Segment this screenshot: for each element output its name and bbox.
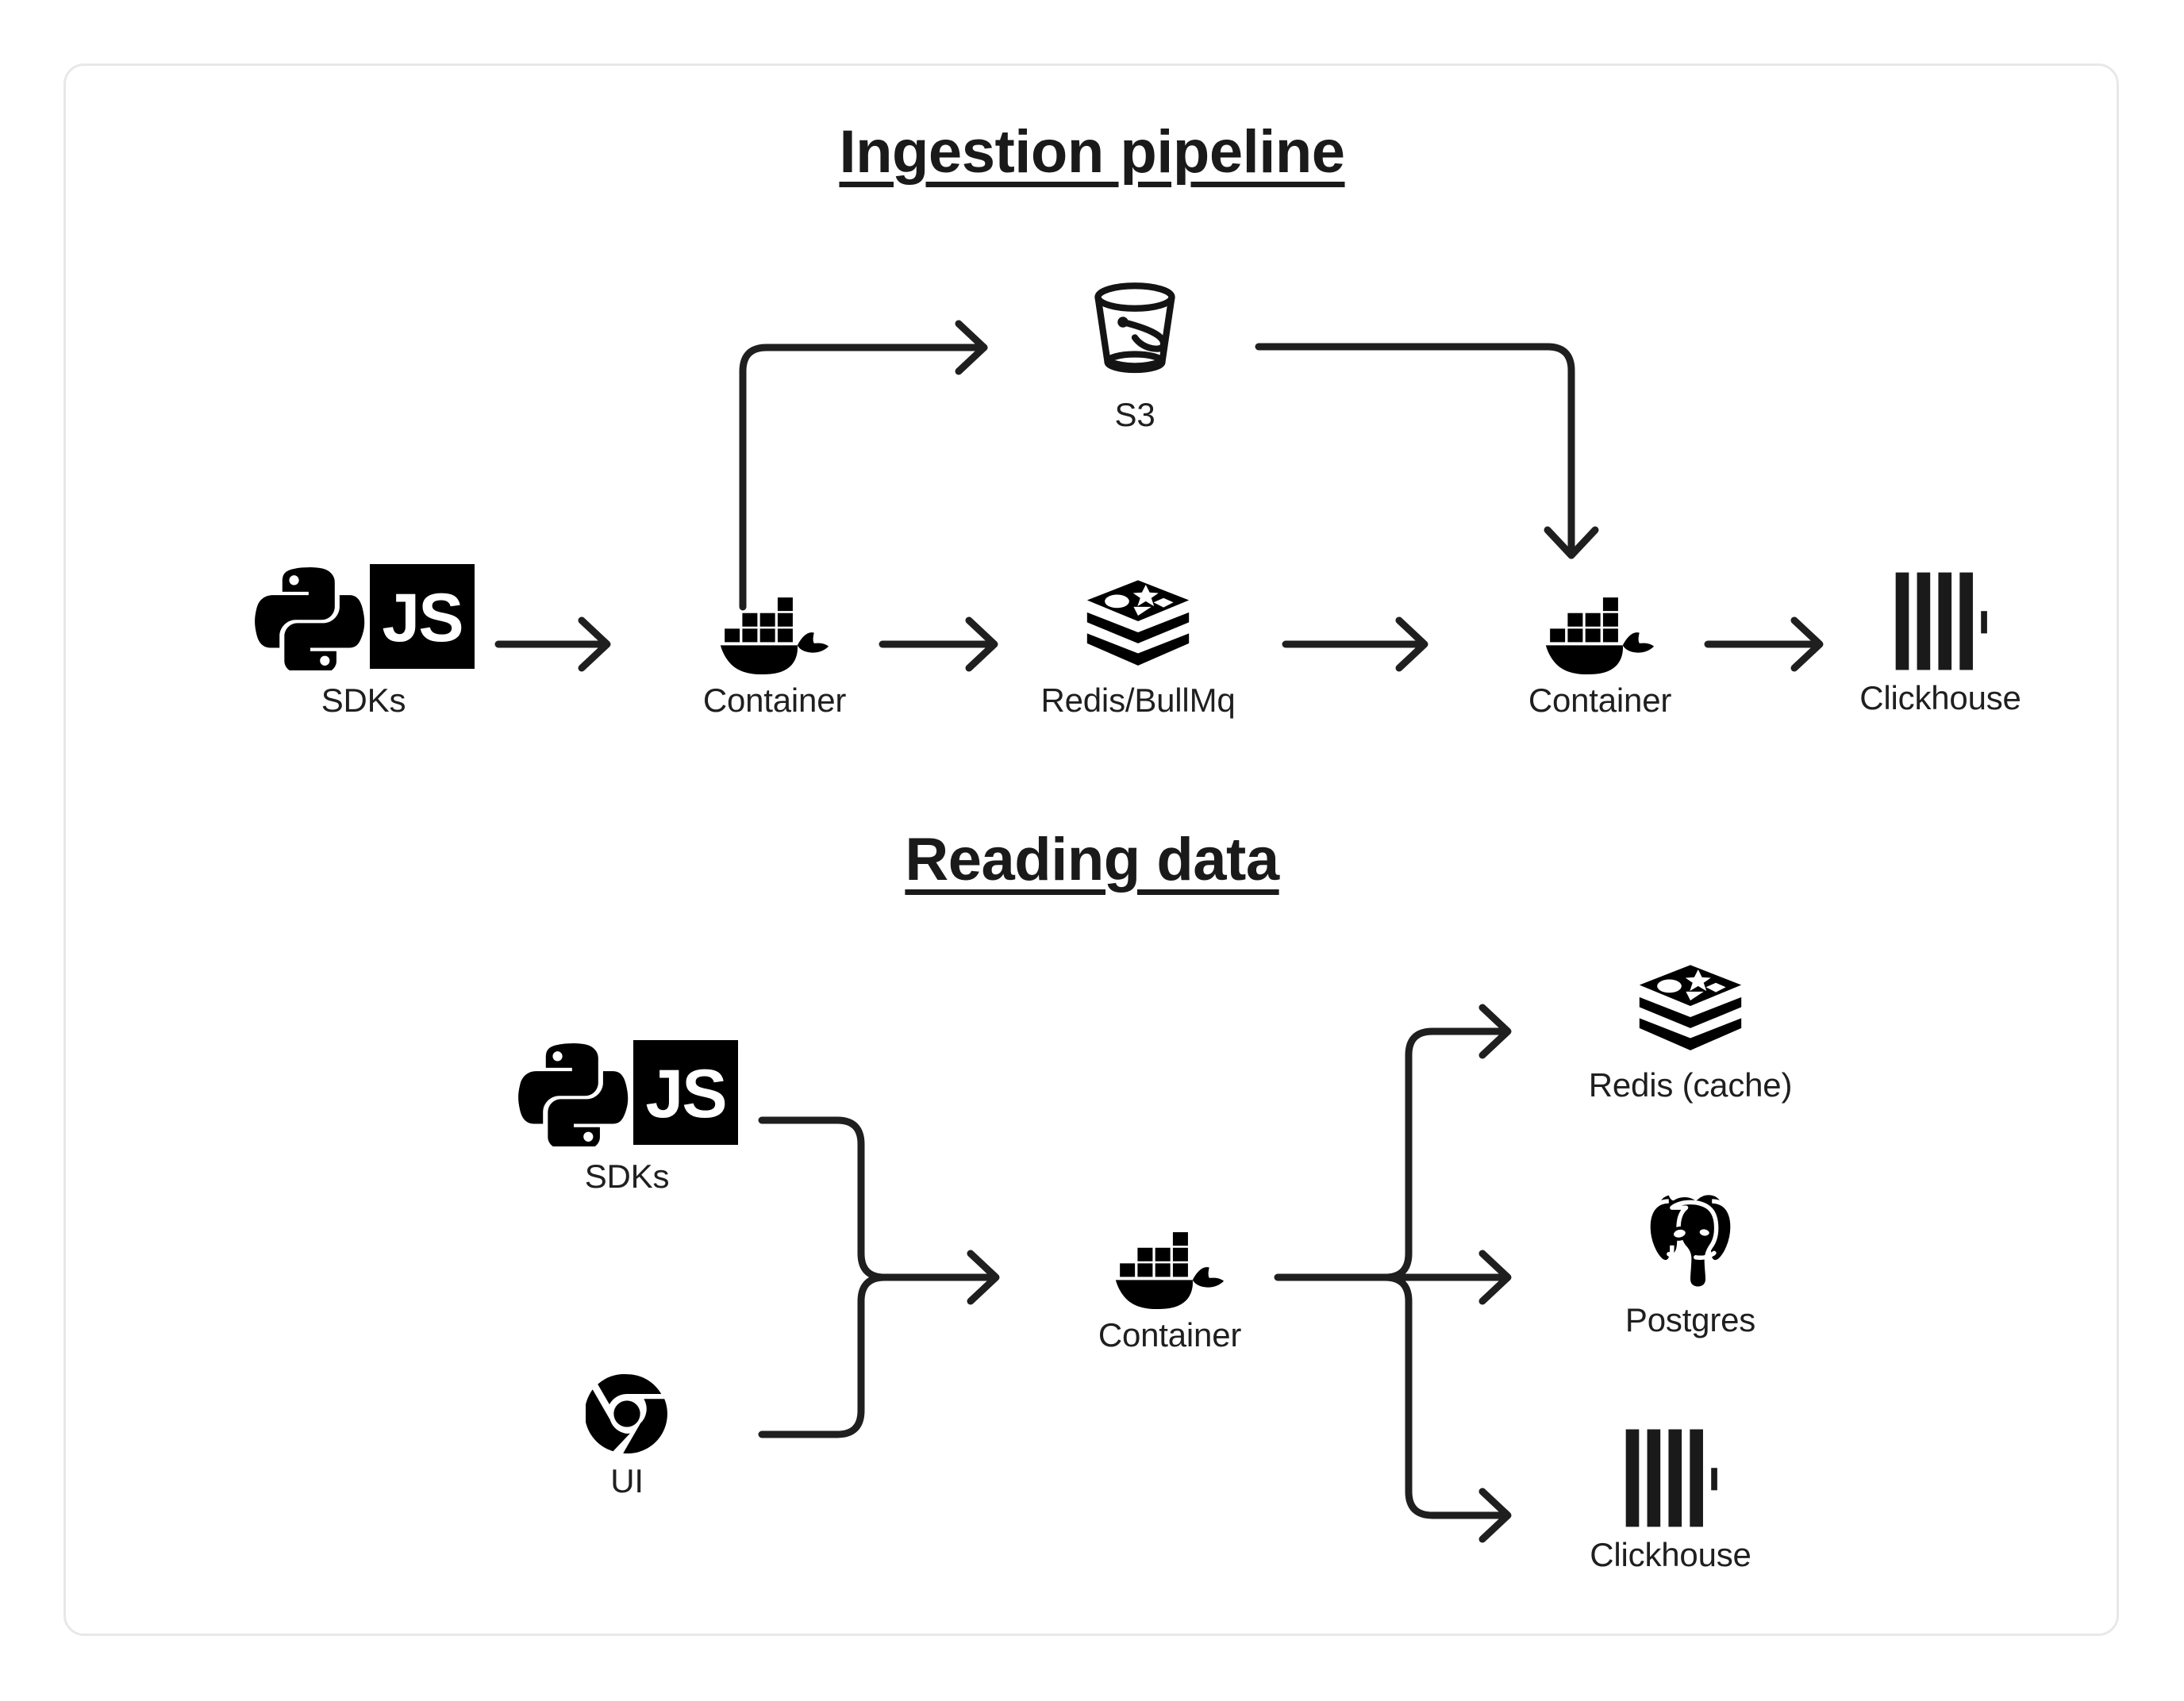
postgres-icon — [1635, 1186, 1746, 1294]
node-container-read[interactable]: Container — [1062, 1222, 1278, 1354]
node-container-worker[interactable]: Container — [1492, 587, 1708, 719]
clickhouse-icon — [1624, 1424, 1717, 1529]
js-text: JS — [645, 1056, 727, 1132]
clickhouse-icon — [1894, 567, 1987, 672]
node-label-container-worker: Container — [1528, 682, 1672, 719]
redis-icon — [1634, 964, 1747, 1059]
node-ui[interactable]: UI — [556, 1373, 698, 1499]
s3-bucket-icon — [1075, 270, 1194, 389]
node-label-container-ingest: Container — [702, 682, 847, 719]
node-container-ingest[interactable]: Container — [667, 587, 882, 719]
node-label-ui: UI — [610, 1462, 644, 1499]
node-label-sdks-reading: SDKs — [584, 1158, 670, 1195]
node-label-clickhouse-ingest: Clickhouse — [1859, 679, 2021, 716]
node-label-redis-cache: Redis (cache) — [1588, 1066, 1793, 1104]
node-sdks-ingestion[interactable]: JS SDKs — [229, 563, 498, 719]
node-label-postgres: Postgres — [1625, 1301, 1756, 1338]
node-clickhouse-ingest[interactable]: Clickhouse — [1817, 567, 2063, 716]
node-sdks-reading[interactable]: JS SDKs — [492, 1039, 762, 1195]
section-title-ingestion: Ingestion pipeline — [839, 118, 1345, 186]
javascript-icon: JS — [370, 563, 475, 669]
docker-icon — [1533, 587, 1667, 674]
node-clickhouse-read[interactable]: Clickhouse — [1548, 1424, 1794, 1573]
node-label-redis-bullmq: Redis/BullMq — [1040, 682, 1236, 719]
docker-icon — [1103, 1222, 1236, 1309]
node-label-clickhouse-read: Clickhouse — [1590, 1536, 1751, 1573]
python-icon — [252, 558, 365, 677]
redis-icon — [1082, 579, 1194, 674]
js-text: JS — [382, 580, 463, 656]
node-redis-bullmq[interactable]: Redis/BullMq — [1006, 579, 1270, 719]
javascript-icon: JS — [633, 1039, 738, 1145]
chrome-icon — [586, 1373, 668, 1455]
node-label-sdks-ingestion: SDKs — [321, 682, 406, 719]
diagram-card — [63, 63, 2119, 1636]
python-icon — [516, 1034, 629, 1153]
section-title-reading: Reading data — [905, 826, 1279, 893]
node-label-container-read: Container — [1098, 1316, 1242, 1354]
node-label-s3: S3 — [1114, 396, 1155, 433]
node-postgres[interactable]: Postgres — [1555, 1186, 1825, 1338]
docker-icon — [708, 587, 841, 674]
node-s3[interactable]: S3 — [1055, 270, 1214, 433]
node-redis-cache[interactable]: Redis (cache) — [1532, 964, 1849, 1104]
